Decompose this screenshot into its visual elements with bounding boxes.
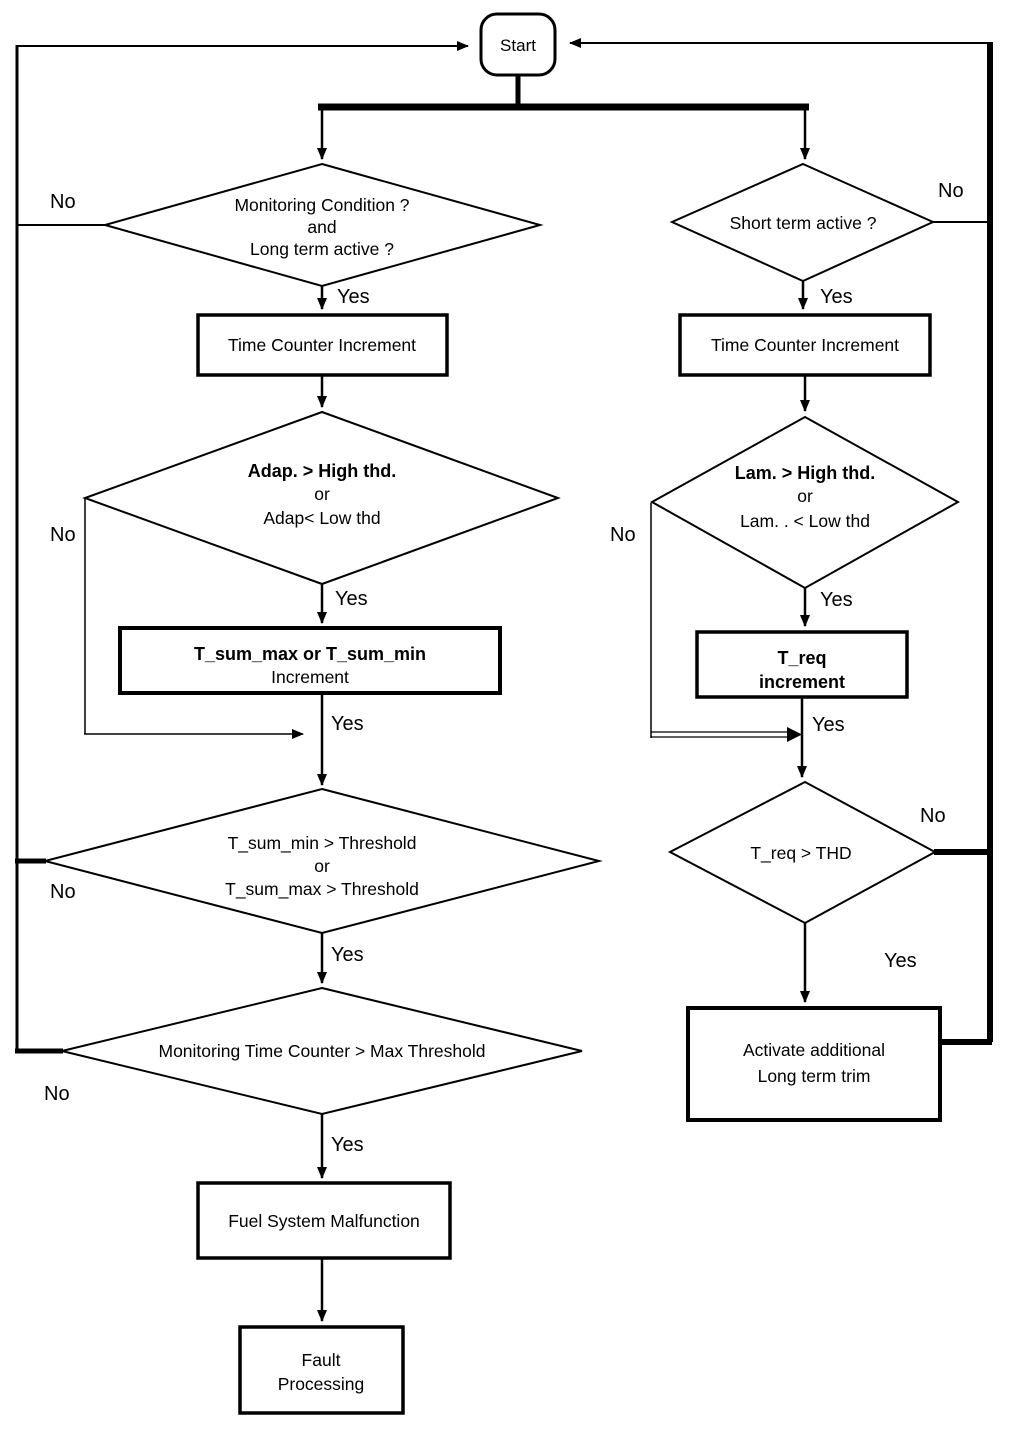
decision-tsum-line3: T_sum_max > Threshold — [225, 879, 419, 900]
start-node — [479, 12, 557, 77]
decision-tsum-threshold — [41, 787, 603, 935]
label-no-mtc: No — [44, 1083, 70, 1105]
label-yes-adap: Yes — [335, 588, 368, 610]
process-fault-processing — [238, 1325, 405, 1415]
decision-treq-thd — [667, 780, 938, 925]
decision-lam-threshold — [649, 415, 961, 590]
process-activate-line2: Long term trim — [758, 1066, 871, 1086]
decision-treq-label: T_req > THD — [750, 843, 851, 864]
process-activate-line1: Activate additional — [743, 1040, 885, 1060]
process-fuel-system-malfunction — [196, 1181, 452, 1260]
process-fault-line2: Processing — [278, 1374, 365, 1394]
label-yes-monitoring: Yes — [337, 286, 370, 308]
process-fsm-label: Fuel System Malfunction — [228, 1211, 420, 1231]
label-no-treq: No — [920, 805, 946, 827]
process-fault-line1: Fault — [302, 1350, 341, 1370]
process-treq-line1: T_req — [777, 648, 826, 668]
decision-lam-line2: or — [797, 486, 813, 506]
process-time-counter-left — [196, 313, 449, 377]
edge-lam-no-arrowhead — [787, 727, 802, 742]
decision-lam-line1: Lam. > High thd. — [735, 463, 876, 483]
label-no-short-term: No — [938, 180, 964, 202]
decision-monitoring-line1: Monitoring Condition ? — [234, 195, 409, 215]
decision-adap-line1: Adap. > High thd. — [248, 461, 397, 481]
decision-monitoring-time-counter — [61, 986, 583, 1116]
process-time-counter-right — [678, 313, 932, 377]
decision-tsum-line2: or — [314, 856, 330, 876]
decision-adap-threshold — [82, 410, 561, 586]
decision-monitoring-line2: and — [307, 217, 336, 237]
process-tsum-line1: T_sum_max or T_sum_min — [194, 644, 426, 664]
label-yes-treq: Yes — [884, 950, 917, 972]
process-activate-long-term-trim — [686, 1006, 942, 1122]
label-yes-lam: Yes — [820, 589, 853, 611]
decision-mtc-label: Monitoring Time Counter > Max Threshold — [159, 1041, 486, 1061]
label-no-monitoring: No — [50, 191, 76, 213]
process-tsum-increment — [118, 626, 502, 695]
decision-lam-line3: Lam. . < Low thd — [740, 511, 870, 531]
label-yes-tsum: Yes — [331, 944, 364, 966]
decision-monitoring-condition — [101, 162, 544, 288]
label-yes-short-term: Yes — [820, 286, 853, 308]
label-no-tsum: No — [50, 881, 76, 903]
process-treq-increment — [695, 630, 909, 699]
decision-short-term-active — [669, 162, 936, 283]
label-yes-treqbox: Yes — [812, 714, 845, 736]
label-yes-mtc: Yes — [331, 1134, 364, 1156]
decision-monitoring-line3: Long term active ? — [250, 239, 394, 259]
decision-tsum-line1: T_sum_min > Threshold — [228, 833, 417, 854]
label-yes-tsumbox: Yes — [331, 713, 364, 735]
label-no-lam: No — [610, 524, 636, 546]
start-label: Start — [500, 36, 536, 55]
process-tsum-line2: Increment — [271, 667, 349, 687]
label-no-adap: No — [50, 524, 76, 546]
process-time-counter-right-label: Time Counter Increment — [711, 335, 899, 355]
decision-adap-line2: or — [314, 484, 330, 504]
decision-adap-line3: Adap< Low thd — [263, 508, 380, 528]
process-time-counter-left-label: Time Counter Increment — [228, 335, 416, 355]
decision-short-term-label: Short term active ? — [730, 213, 877, 233]
process-treq-line2: increment — [759, 672, 845, 692]
